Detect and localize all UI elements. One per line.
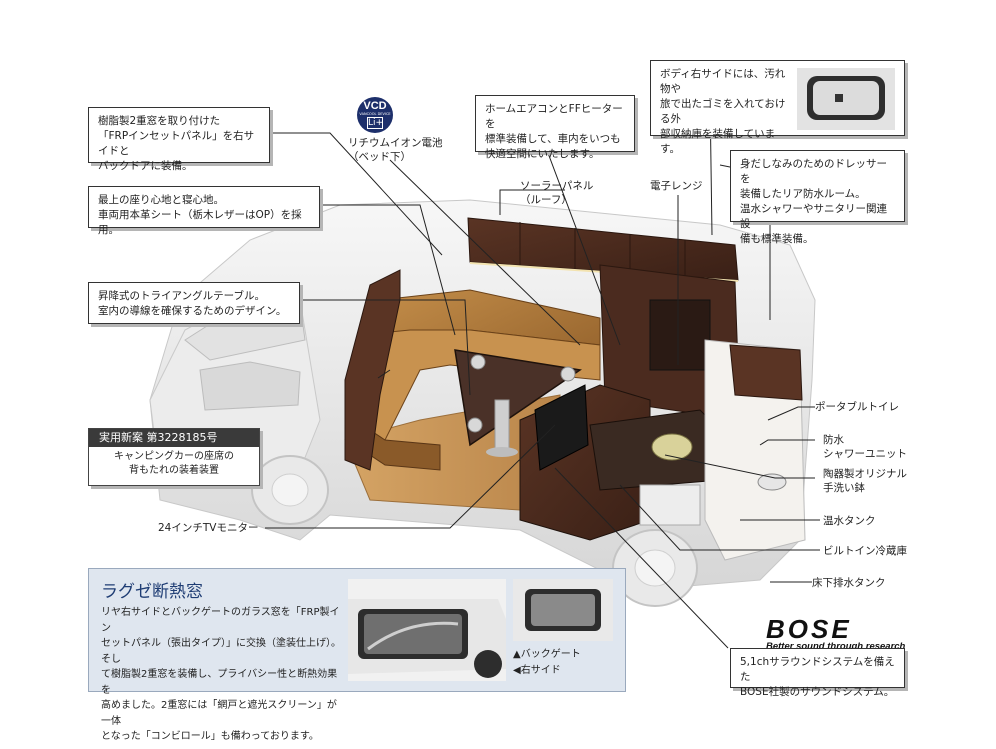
rear-window-photo (348, 579, 506, 681)
leader-lines (265, 94, 820, 649)
cabinet-doors (519, 222, 686, 276)
label-solar: ソーラーパネル （ルーフ） (520, 180, 594, 206)
window-title: ラグゼ断熱窓 (101, 582, 203, 602)
badge-bottom: Li+ (367, 117, 384, 129)
label-hot-water-tank: 温水タンク (823, 515, 876, 527)
side-window-photo (513, 579, 613, 641)
badge-top: VCD (363, 100, 387, 112)
storage-hatch-photo (797, 68, 895, 130)
window-description: リヤ右サイドとバックゲートのガラス窓を「FRP製イン セットパネル（張出タイプ）… (101, 607, 341, 742)
caption-right-side: ◀右サイド (513, 665, 561, 676)
label-toilet: ポータブルトイレ (815, 401, 899, 413)
dresser (729, 344, 803, 401)
insulated-window-panel: ラグゼ断熱窓 リヤ右サイドとバックゲートのガラス窓を「FRP製イン セットパネル… (88, 568, 626, 742)
callout-aircon: ホームエアコンとFFヒーターを 標準装備して、車内をいつも 快適空間にいたします… (475, 95, 635, 160)
label-microwave: 電子レンジ (650, 180, 703, 192)
bose-tagline: Better sound through research (766, 641, 906, 652)
label-basin: 陶器製オリジナル 手洗い鉢 (823, 468, 907, 494)
label-drain-tank: 床下排水タンク (812, 577, 886, 589)
vcd-battery-icon: VCD VANCOOL DEVICE Li+ (357, 97, 393, 133)
triangle-table (454, 349, 582, 457)
callout-resin-window: 樹脂製2重窓を取り付けた 「FRPインセットパネル」を右サイドと バックドアに装… (88, 107, 270, 172)
label-fridge: ビルトイン冷蔵庫 (823, 545, 907, 557)
sink-basin (651, 433, 693, 461)
fridge-unit (639, 484, 701, 526)
label-shower: 防水 シャワーユニット (823, 434, 907, 460)
badge-middle: VANCOOL DEVICE (359, 112, 391, 116)
label-battery: リチウムイオン電池 （ベッド下） (348, 137, 443, 163)
label-tv: 24インチTVモニター (158, 522, 259, 534)
microwave-unit (649, 299, 711, 371)
callout-table: 昇降式のトライアングルテーブル。 室内の導線を確保するためのデザイン。 (88, 282, 300, 324)
bose-logo: BOSE (766, 614, 852, 644)
front-wheel (251, 455, 329, 525)
tv-monitor (534, 384, 589, 471)
patent-body: キャンピングカーの座席の 背もたれの装着装置 (114, 451, 234, 476)
patent-box: 実用新案 第3228185号 キャンピングカーの座席の 背もたれの装着装置 (88, 428, 260, 486)
callout-seat: 最上の座り心地と寝心地。 車両用本革シート（栃木レザーはOP）を採用。 (88, 186, 320, 236)
caption-backgate: ▲バックゲート (513, 649, 581, 660)
side-panel (344, 269, 401, 471)
patent-header: 実用新案 第3228185号 (89, 429, 259, 447)
callout-sound: 5,1chサラウンドシステムを備えた BOSE社製のサウンドシステム。 (730, 648, 905, 698)
wash-basin (757, 473, 787, 491)
callout-dresser: 身だしなみのためのドレッサーを 装備したリア防水ルーム。 温水シャワーやサニタリ… (730, 150, 905, 245)
